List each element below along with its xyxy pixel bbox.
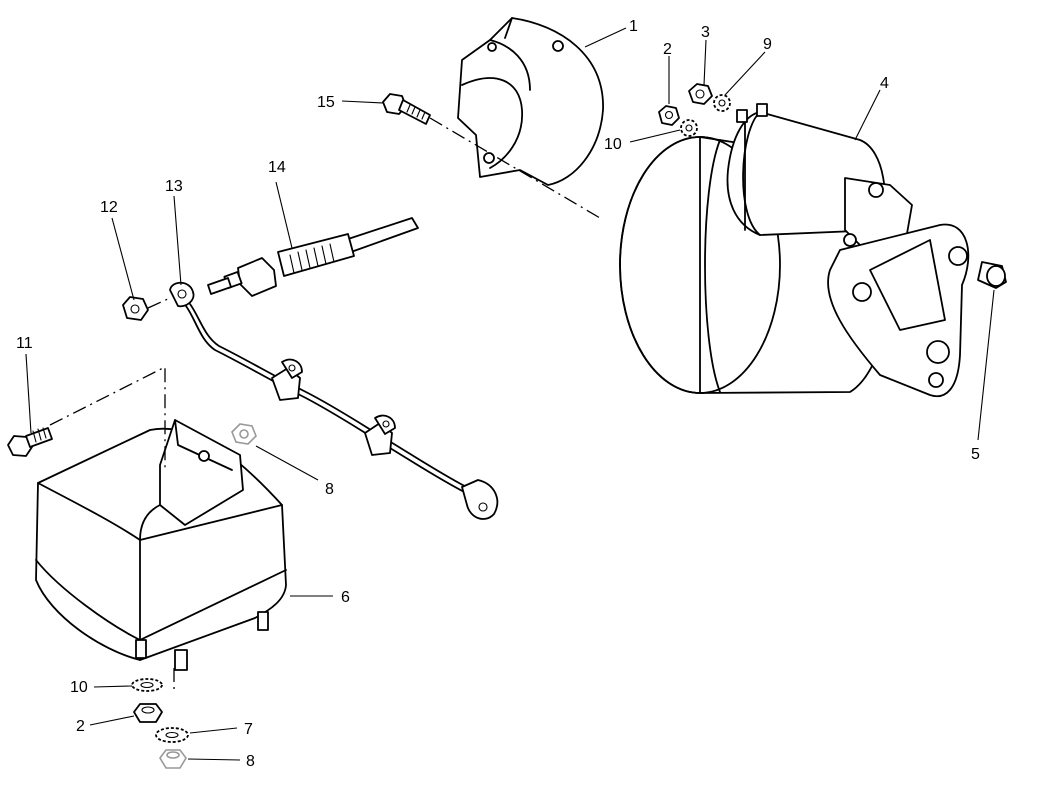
callout-11: 11 — [16, 335, 33, 352]
callout-8-upper: 8 — [325, 481, 334, 498]
control-unit — [35, 419, 287, 671]
callout-1: 1 — [629, 18, 638, 35]
bolt-part-15 — [382, 93, 431, 125]
callout-15: 15 — [317, 94, 335, 111]
heat-shield — [457, 17, 604, 186]
callout-7: 7 — [244, 721, 253, 738]
hardware-cluster-top — [658, 83, 731, 137]
assembly-lines — [49, 117, 601, 692]
callout-2-top: 2 — [663, 41, 672, 58]
callout-10-lower: 10 — [70, 679, 88, 696]
hardware-stack-lower — [131, 678, 189, 769]
callouts: 1 2 3 9 4 10 15 14 13 12 11 8 6 5 10 2 7… — [16, 18, 980, 770]
starter-motor — [619, 103, 970, 397]
washer-part-10 — [680, 119, 698, 137]
cable-harness — [169, 281, 499, 520]
callout-8-lower: 8 — [246, 753, 255, 770]
leader-lines — [25, 27, 995, 761]
callout-3: 3 — [701, 24, 710, 41]
callout-12: 12 — [100, 199, 118, 216]
glow-plug — [207, 217, 419, 297]
callout-4: 4 — [880, 75, 889, 92]
washer-part-10-lower — [131, 678, 163, 692]
nut-part-8-upper — [231, 423, 257, 445]
bush — [977, 261, 1007, 289]
washer-part-9 — [713, 94, 731, 112]
nut-part-12 — [122, 296, 149, 321]
callout-9: 9 — [763, 36, 772, 53]
bolt-part-11 — [7, 427, 53, 457]
callout-5: 5 — [971, 446, 980, 463]
callout-2-lower: 2 — [76, 718, 85, 735]
nut-part-8-lower — [159, 749, 187, 769]
callout-6: 6 — [341, 589, 350, 606]
callout-14: 14 — [268, 159, 286, 176]
callout-13: 13 — [165, 178, 183, 195]
washer-part-7 — [155, 727, 189, 743]
callout-10-top: 10 — [604, 136, 622, 153]
nut-part-2-lower — [133, 703, 163, 723]
nut-part-3 — [688, 83, 713, 105]
nut-part-2 — [658, 105, 680, 126]
